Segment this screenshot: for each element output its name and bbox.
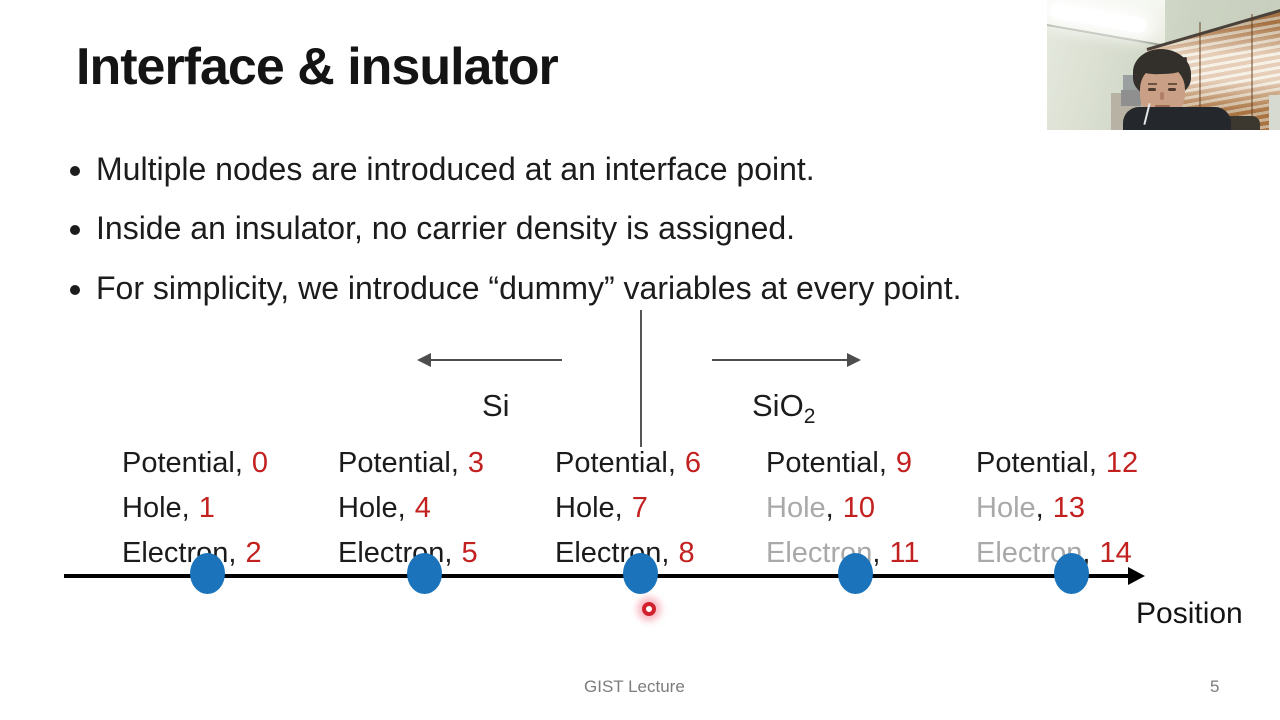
comma: , — [444, 537, 453, 569]
node-dot — [190, 553, 225, 594]
variable-index: 7 — [631, 492, 648, 524]
node-dot — [623, 553, 658, 594]
region-label-si: Si — [482, 388, 510, 423]
node-variable: Hole,7 — [555, 486, 701, 531]
node-variable: Hole,1 — [122, 486, 268, 531]
comma: , — [397, 492, 406, 524]
node-variable: Hole,13 — [976, 486, 1138, 531]
axis-label: Position — [1136, 597, 1243, 630]
comma: , — [450, 447, 459, 479]
node-labels-3: Potential,9 Hole,10 Electron,11 — [766, 441, 920, 576]
variable-index: 1 — [198, 492, 215, 524]
node-labels-1: Potential,3 Hole,4 Electron,5 — [338, 441, 484, 576]
node-variable: Potential,12 — [976, 441, 1138, 486]
footer-text: GIST Lecture — [584, 677, 685, 696]
comma: , — [1082, 537, 1091, 569]
variable-index: 12 — [1105, 447, 1139, 479]
comma: , — [661, 537, 670, 569]
region-label-sio2-sub: 2 — [803, 405, 816, 429]
comma: , — [1088, 447, 1097, 479]
slide-title: Interface & insulator — [76, 38, 559, 96]
blind-cord — [1199, 22, 1201, 130]
region-label-sio2: SiO2 — [752, 388, 815, 429]
comma: , — [181, 492, 190, 524]
bullet-item: Multiple nodes are introduced at an inte… — [96, 150, 961, 188]
comma: , — [614, 492, 623, 524]
variable-index: 9 — [895, 447, 913, 479]
interface-line — [640, 310, 642, 447]
variable-index: 2 — [245, 537, 262, 569]
position-axis-arrowhead — [1128, 567, 1145, 585]
node-labels-2: Potential,6 Hole,7 Electron,8 — [555, 441, 701, 576]
variable-index: 0 — [251, 447, 269, 479]
region-label-sio2-base: SiO — [752, 388, 804, 423]
arrow-left-icon — [417, 353, 431, 367]
node-labels-0: Potential,0 Hole,1 Electron,2 — [122, 441, 268, 576]
node-dot — [407, 553, 442, 594]
node-dot — [838, 553, 873, 594]
si-region-arrow — [417, 353, 562, 367]
node-variable: Potential,0 — [122, 441, 268, 486]
node-variable: Electron,14 — [976, 531, 1138, 576]
node-dot — [1054, 553, 1089, 594]
storage-box — [1121, 90, 1141, 106]
bullet-item: Inside an insulator, no carrier density … — [96, 209, 961, 247]
node-variable: Potential,6 — [555, 441, 701, 486]
page-number: 5 — [1210, 677, 1220, 696]
position-axis — [64, 574, 1132, 578]
comma: , — [667, 447, 676, 479]
variable-name: Hole — [122, 492, 182, 524]
node-variable: Potential,3 — [338, 441, 484, 486]
comma: , — [1035, 492, 1044, 524]
window-sill — [1269, 95, 1280, 130]
variable-name: Potential — [976, 447, 1089, 479]
bullet-item: For simplicity, we introduce “dummy” var… — [96, 269, 961, 307]
person-body — [1123, 107, 1231, 130]
webcam-video — [1047, 0, 1280, 130]
person-eye — [1168, 88, 1176, 91]
person-eyebrow — [1168, 83, 1177, 85]
variable-name: Hole — [766, 492, 826, 524]
person-mouth — [1155, 105, 1170, 108]
sio2-region-arrow — [712, 353, 861, 367]
variable-index: 4 — [414, 492, 431, 524]
arrow-right-icon — [847, 353, 861, 367]
variable-index: 5 — [461, 537, 478, 569]
variable-name: Potential — [766, 447, 879, 479]
comma: , — [234, 447, 243, 479]
laser-pointer-dot — [642, 602, 656, 616]
comma: , — [872, 537, 881, 569]
node-variable: Hole,4 — [338, 486, 484, 531]
variable-index: 6 — [684, 447, 702, 479]
node-labels-4: Potential,12 Hole,13 Electron,14 — [976, 441, 1138, 576]
node-variable: Potential,9 — [766, 441, 920, 486]
comma: , — [228, 537, 237, 569]
variable-name: Potential — [338, 447, 451, 479]
variable-name: Potential — [122, 447, 235, 479]
person-nose — [1160, 92, 1164, 100]
person-eye — [1148, 88, 1156, 91]
node-variable: Hole,10 — [766, 486, 920, 531]
bullet-list: Multiple nodes are introduced at an inte… — [70, 150, 961, 328]
variable-index: 14 — [1099, 537, 1132, 569]
comma: , — [825, 492, 834, 524]
variable-index: 13 — [1052, 492, 1085, 524]
variable-index: 8 — [678, 537, 695, 569]
variable-index: 11 — [889, 537, 920, 569]
comma: , — [878, 447, 887, 479]
variable-name: Hole — [976, 492, 1036, 524]
person-eyebrow — [1148, 83, 1157, 85]
variable-index: 3 — [467, 447, 485, 479]
variable-name: Hole — [338, 492, 398, 524]
variable-name: Potential — [555, 447, 668, 479]
variable-name: Hole — [555, 492, 615, 524]
variable-index: 10 — [842, 492, 875, 524]
blind-cord — [1251, 14, 1253, 130]
